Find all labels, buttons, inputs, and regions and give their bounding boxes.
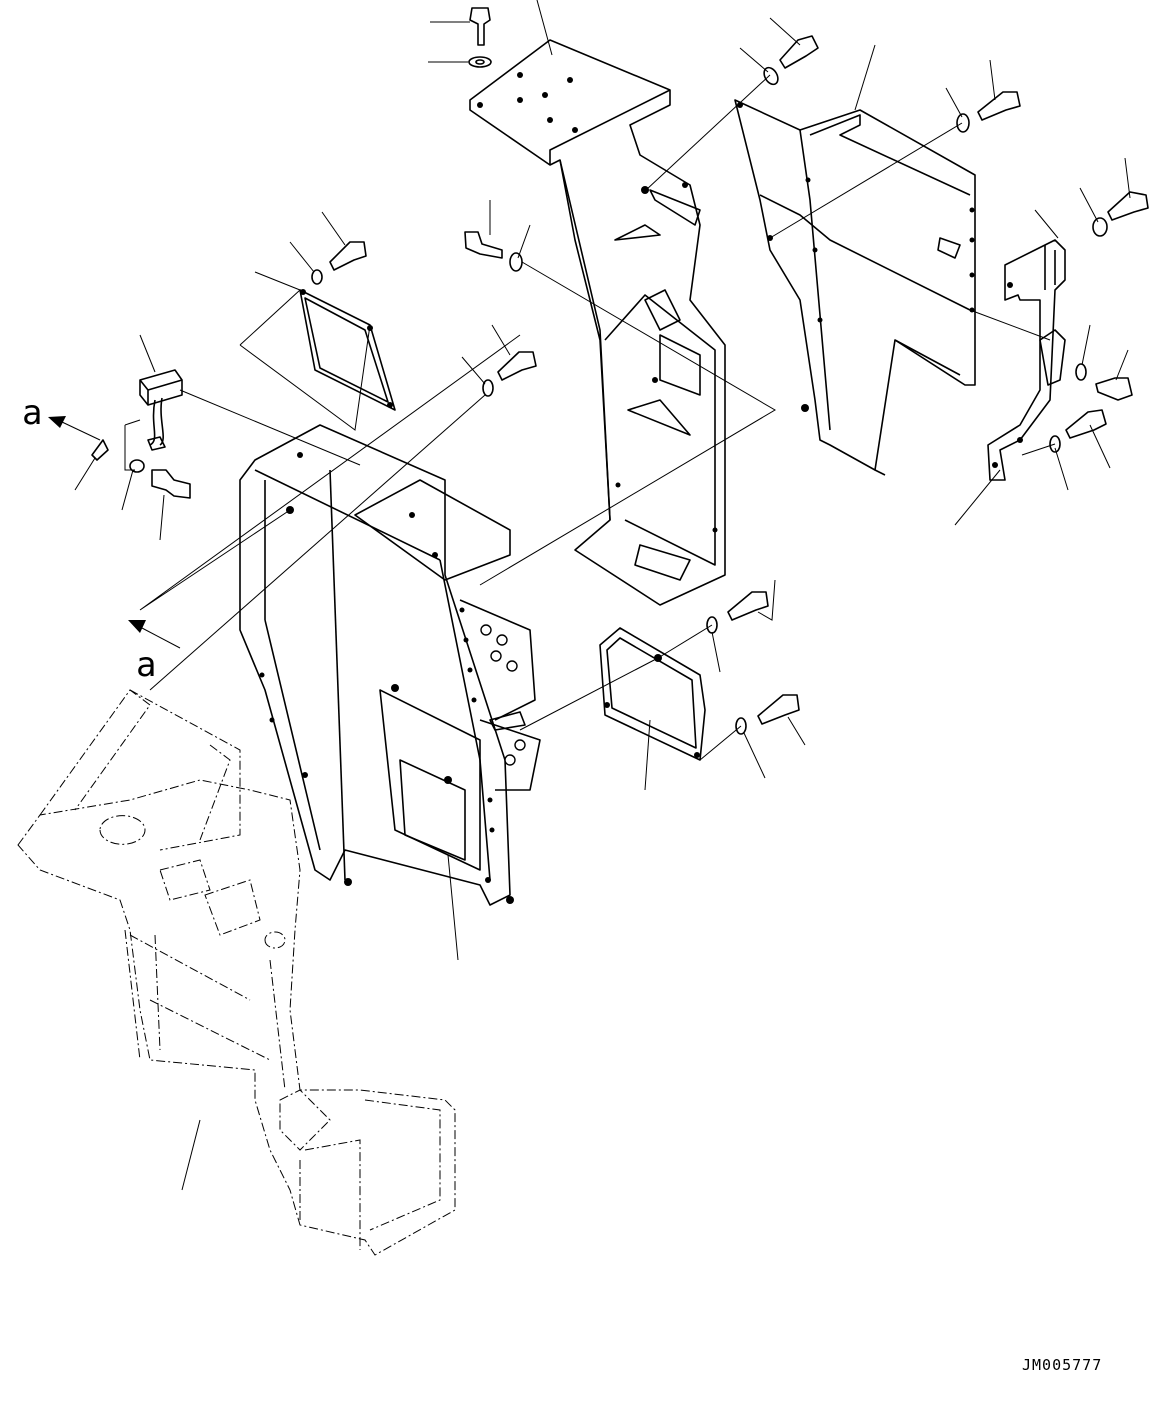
cover-plate — [299, 289, 396, 411]
right-cover — [734, 99, 976, 476]
hinge-bracket — [987, 239, 1066, 481]
fasteners — [129, 7, 1149, 735]
main-frame — [239, 424, 541, 906]
drawing-code: JM005777 — [1022, 1356, 1102, 1374]
view-marker-label-lower: a — [136, 645, 156, 685]
view-marker-label-upper: a — [22, 393, 42, 433]
side-plate — [599, 627, 706, 761]
base-frame — [17, 689, 456, 1256]
leader-lines — [48, 0, 1131, 1191]
top-column — [469, 39, 726, 606]
relay-box — [91, 369, 183, 461]
